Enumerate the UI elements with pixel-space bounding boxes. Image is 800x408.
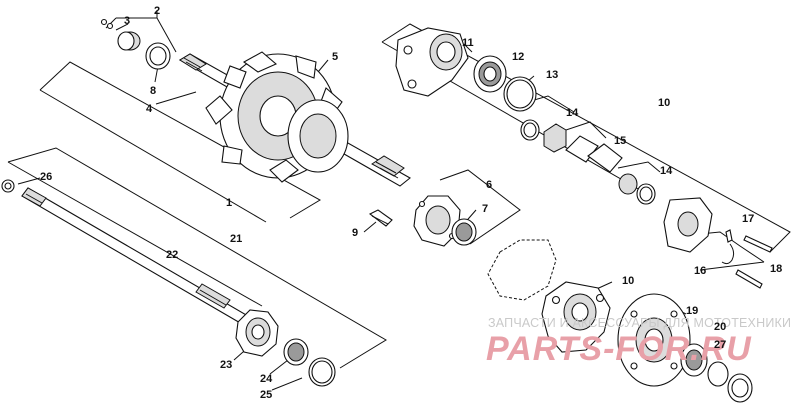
watermark-brand: PARTS-FOR.RU [486,330,752,368]
callout-10-lower: 10 [622,275,634,287]
callout-1: 1 [226,197,232,209]
bracket-lines [7,10,791,391]
callout-27: 27 [714,339,726,351]
part-14-15-brake-pads [520,119,656,205]
callout-13: 13 [546,69,558,81]
callout-20: 20 [714,321,726,333]
part-10-bearing-housing-upper [395,27,537,112]
callout-7: 7 [482,203,488,215]
callout-26: 26 [40,171,52,183]
callout-23: 23 [220,359,232,371]
callout-5: 5 [332,51,338,63]
part-23-flange-bearing [235,309,336,387]
callout-12: 12 [512,51,524,63]
callout-14-upper: 14 [566,107,579,119]
callout-14-lower: 14 [660,165,673,177]
callout-labels: 2 3 8 4 5 1 11 12 13 10 14 15 14 6 7 9 1… [40,5,782,401]
callout-8: 8 [150,85,156,97]
callout-25: 25 [260,389,272,401]
part-19-brake-disc [617,293,753,403]
callout-9: 9 [352,227,358,239]
callout-10-upper: 10 [658,97,670,109]
callout-17: 17 [742,213,754,225]
callout-11: 11 [462,37,474,49]
part-2-bearing-set [100,18,171,70]
part-16-caliper [663,197,773,289]
callout-18: 18 [770,263,782,275]
callout-6: 6 [486,179,492,191]
part-1-drive-shaft [178,51,411,187]
part-10-bearing-housing-lower [487,239,611,353]
callout-22: 22 [166,249,178,261]
watermark-subtitle: ЗАПЧАСТИ И АКСЕССУАРЫ ДЛЯ МОТОТЕХНИКИ [488,316,791,330]
callout-21: 21 [230,233,242,245]
part-21-jackshaft [1,179,249,325]
callout-2: 2 [154,5,160,17]
callout-16: 16 [694,265,706,277]
part-6-cover-plate [368,195,477,247]
callout-3: 3 [124,15,130,27]
watermark: ЗАПЧАСТИ И АКСЕССУАРЫ ДЛЯ МОТОТЕХНИКИ PA… [486,316,791,368]
callout-15: 15 [614,135,626,147]
callout-4: 4 [146,103,153,115]
callout-24: 24 [260,373,273,385]
callout-19: 19 [686,305,698,317]
